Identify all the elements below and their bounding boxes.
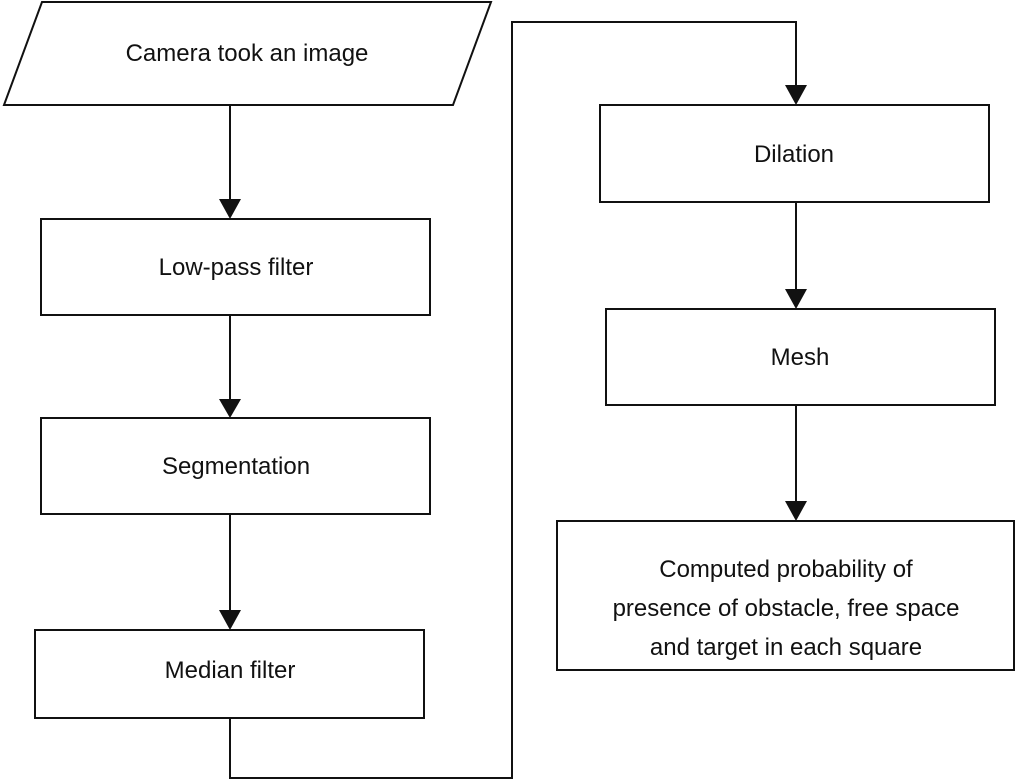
node-output-probability: Computed probability of presence of obst… bbox=[556, 520, 1015, 671]
arrow-dilation-to-mesh bbox=[785, 202, 807, 309]
process-box bbox=[599, 104, 990, 203]
process-box bbox=[605, 308, 996, 406]
arrow-mesh-to-output bbox=[785, 405, 807, 521]
arrow-segmentation-to-median bbox=[219, 514, 241, 630]
node-label-segmentation: Segmentation bbox=[162, 453, 310, 480]
process-box bbox=[34, 629, 425, 719]
node-camera-input: Camera took an image bbox=[2, 0, 493, 106]
arrow-camera-to-lowpass bbox=[219, 105, 241, 219]
node-label-dilation: Dilation bbox=[754, 141, 834, 168]
node-segmentation: Segmentation bbox=[40, 417, 431, 515]
node-lowpass-filter: Low-pass filter bbox=[40, 218, 431, 316]
node-label-output-line-2: presence of obstacle, free space bbox=[613, 595, 960, 622]
node-dilation: Dilation bbox=[599, 104, 990, 203]
node-label-median: Median filter bbox=[165, 657, 296, 684]
process-box bbox=[40, 218, 431, 316]
parallelogram-shape bbox=[2, 0, 493, 106]
arrow-lowpass-to-segmentation bbox=[219, 315, 241, 418]
arrow-median-to-dilation bbox=[229, 21, 807, 779]
process-box bbox=[40, 417, 431, 515]
node-label-camera: Camera took an image bbox=[126, 40, 369, 67]
node-label-output-line-3: and target in each square bbox=[650, 634, 922, 661]
node-mesh: Mesh bbox=[605, 308, 996, 406]
process-box bbox=[556, 520, 1015, 671]
node-median-filter: Median filter bbox=[34, 629, 425, 719]
node-label-mesh: Mesh bbox=[771, 344, 830, 371]
node-label-lowpass: Low-pass filter bbox=[159, 254, 314, 281]
node-label-output-line-1: Computed probability of bbox=[659, 556, 913, 583]
